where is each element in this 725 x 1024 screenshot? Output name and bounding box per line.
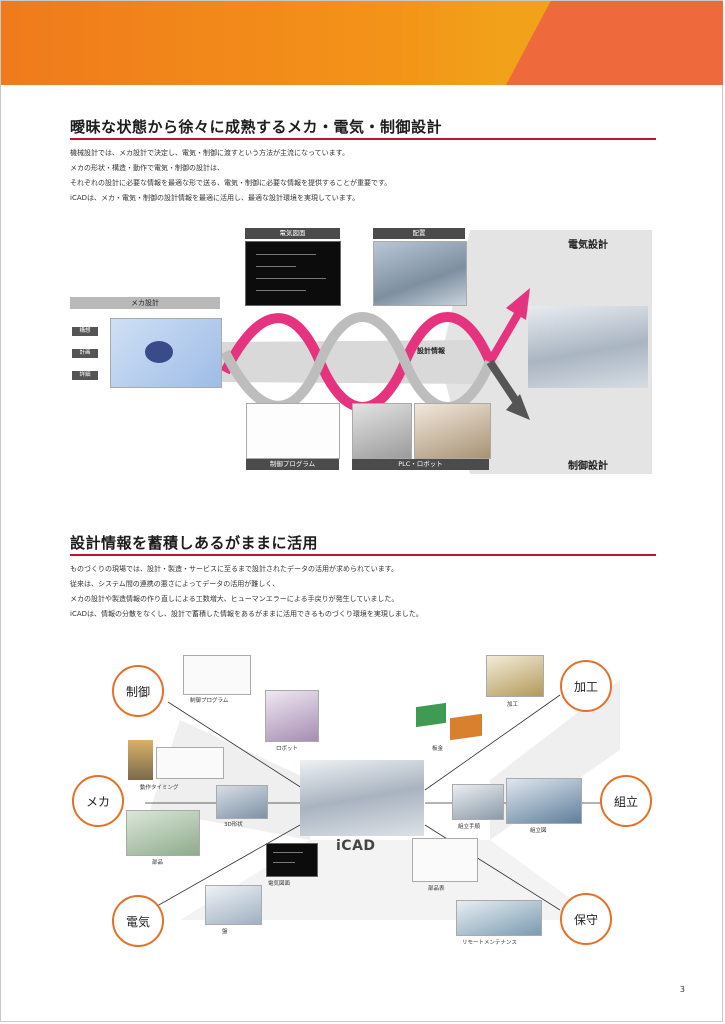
- dark-arrow-head: [506, 394, 530, 420]
- parts-thumb: [126, 810, 200, 856]
- sheet-thumb-orange: [450, 713, 482, 741]
- dark-arrow-line: [486, 359, 522, 407]
- section1-line: iCADは、メカ・電気・制御の設計情報を最適に活用し、最適な設計環境を実現してい…: [70, 194, 360, 202]
- cam-thumb: [486, 655, 544, 697]
- panel-caption: 盤: [222, 929, 228, 935]
- robot-image: [352, 403, 412, 459]
- parts-caption: 部品: [152, 860, 164, 866]
- header-stripe: [506, 1, 723, 85]
- section1-line: それぞれの設計に必要な情報を最適な形で送る、電気・制御に必要な情報を提供すること…: [70, 179, 392, 187]
- program-caption: 制御プログラム: [190, 698, 229, 704]
- modeling-caption: 3D形状: [224, 822, 243, 828]
- panel-thumb: [205, 885, 262, 925]
- wiring-thumb: [266, 843, 318, 877]
- program-thumb: [183, 655, 251, 695]
- node-machining: 加工: [560, 660, 612, 712]
- node-control: 制御: [112, 665, 164, 717]
- wiring-label: 電気図面: [245, 228, 340, 239]
- node-assembly: 組立: [600, 775, 652, 827]
- modeling-thumb: [216, 785, 268, 819]
- assembly-caption: 組立図: [530, 828, 547, 834]
- pink-arrow-head: [506, 288, 530, 320]
- timing-chart-thumb: [156, 747, 224, 779]
- connector-line: [424, 694, 561, 791]
- section2-line: 従来は、システム間の連携の悪さによってデータの活用が難しく、: [70, 580, 280, 588]
- plc-label: PLC・ロボット: [352, 459, 489, 470]
- wiring-screen: [245, 241, 341, 306]
- control-design-label: 制御設計: [568, 461, 608, 472]
- remote-caption: リモートメンテナンス: [462, 940, 517, 946]
- section1-body: 機械設計では、メカ設計で決定し、電気・制御に渡すという方法が主流になっています。…: [70, 146, 670, 206]
- layout-label: 配置: [373, 228, 465, 239]
- sheet-caption: 板金: [432, 746, 444, 752]
- procedure-caption: 組立手順: [458, 824, 481, 830]
- cam-caption: 加工: [507, 702, 519, 708]
- timing-part-thumb: [128, 740, 153, 780]
- page-number: 3: [679, 985, 685, 994]
- mecha-model-image: [110, 318, 222, 388]
- icad-hub-label: iCAD: [336, 838, 376, 854]
- header-band: [1, 1, 723, 85]
- electrical-design-label: 電気設計: [568, 240, 608, 251]
- pink-arrow-line: [486, 311, 522, 365]
- program-label: 制御プログラム: [246, 459, 339, 470]
- section1-rule: [70, 138, 656, 140]
- main-flow-arrow: [220, 340, 500, 384]
- section1-line: メカの形状・構造・動作で電気・制御の設計は、: [70, 164, 224, 172]
- stage-tag: 構想: [72, 327, 98, 336]
- bom-thumb: [412, 838, 478, 882]
- robot-caption: ロボット: [276, 746, 299, 752]
- procedure-thumb: [452, 784, 504, 820]
- mecha-part-shape: [145, 341, 173, 363]
- stage-tag: 詳細: [72, 371, 98, 380]
- section2-line: ものづくりの現場では、設計・製造・サービスに至るまで設計されたデータの活用が求め…: [70, 565, 399, 573]
- node-maintenance: 保守: [560, 893, 612, 945]
- timing-caption: 動作タイミング: [140, 785, 179, 791]
- plc-image: [414, 403, 491, 459]
- connector-line: [149, 824, 301, 911]
- layout-image: [373, 241, 467, 306]
- node-mecha: メカ: [72, 775, 124, 827]
- bom-caption: 部品表: [428, 886, 445, 892]
- robot-thumb: [265, 690, 319, 742]
- sheet-thumb-green: [416, 702, 446, 728]
- node-electric: 電気: [112, 895, 164, 947]
- machine-image: [528, 306, 648, 388]
- section2-line: メカの設計や製造情報の作り直しによる工数増大、ヒューマンエラーによる手戻りが発生…: [70, 595, 399, 603]
- design-info-label: 設計情報: [417, 347, 445, 355]
- remote-thumb: [456, 900, 542, 936]
- program-image: [246, 403, 340, 459]
- section2-line: iCADは、情報の分散をなくし、設計で蓄積した情報をあるがままに活用できるものづ…: [70, 610, 423, 618]
- section1-line: 機械設計では、メカ設計で決定し、電気・制御に渡すという方法が主流になっています。: [70, 149, 349, 157]
- assembly-thumb: [506, 778, 582, 824]
- section2-title: 設計情報を蓄積しあるがままに活用: [70, 534, 319, 552]
- section2-rule: [70, 554, 656, 556]
- wiring-caption: 電気図面: [268, 881, 291, 887]
- section1-title: 曖昧な状態から徐々に成熟するメカ・電気・制御設計: [70, 118, 443, 136]
- connector-line: [167, 701, 306, 791]
- stage-tag: 計画: [72, 349, 98, 358]
- section2-body: ものづくりの現場では、設計・製造・サービスに至るまで設計されたデータの活用が求め…: [70, 562, 670, 622]
- hub-machine-image: [300, 760, 424, 836]
- mecha-design-label: メカ設計: [70, 297, 220, 309]
